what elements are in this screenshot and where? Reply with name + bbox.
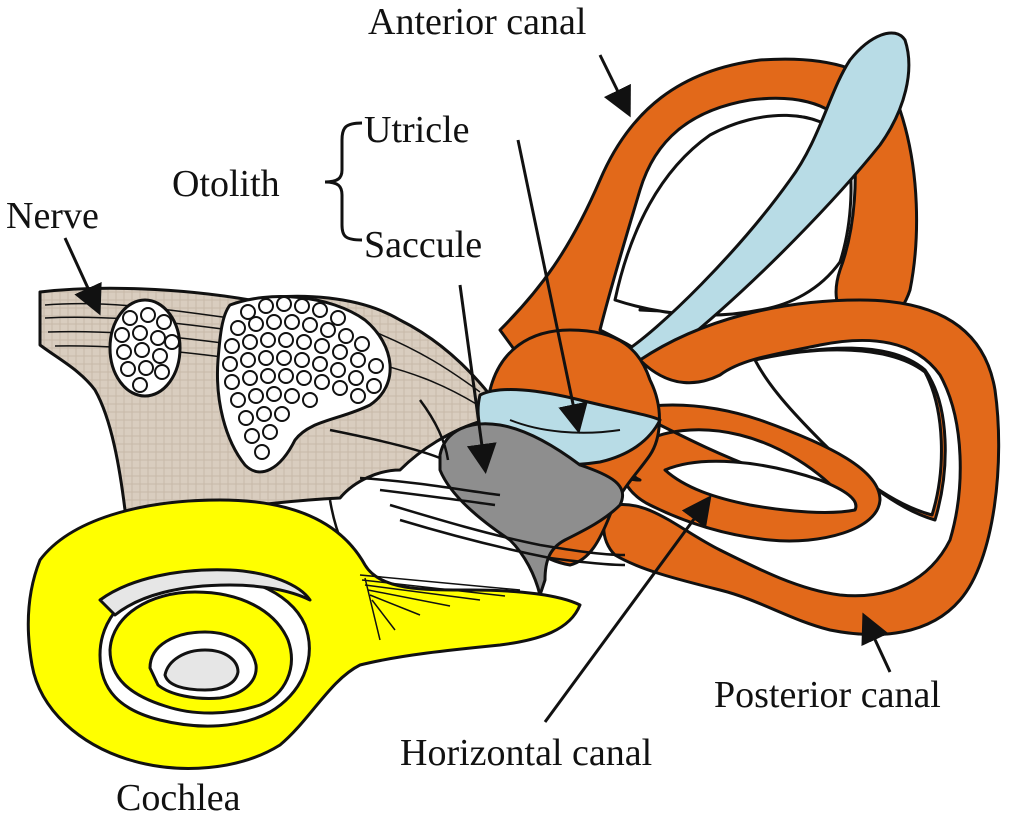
label-nerve: Nerve [6, 195, 99, 237]
otolith-brace [324, 121, 363, 242]
label-anterior-canal: Anterior canal [368, 1, 586, 43]
nerve-bundle-large-dots [222, 296, 384, 460]
nerve-arrow [63, 237, 102, 316]
saccule-arrow [458, 284, 497, 474]
label-posterior-canal: Posterior canal [714, 674, 941, 716]
anterior-canal-arrow [598, 54, 631, 118]
cochlea [26, 498, 582, 770]
label-utricle: Utricle [364, 109, 470, 151]
label-cochlea: Cochlea [116, 777, 241, 816]
ducts [328, 399, 626, 576]
nerve-bundle-small-dots [114, 307, 180, 393]
label-saccule: Saccule [364, 224, 482, 266]
posterior-canal-arrow [861, 612, 892, 673]
cochlea-center [163, 648, 240, 692]
cochlear-nerve-fibers [359, 574, 521, 641]
cochlea-inner-turn [108, 590, 293, 715]
horizontal-canal-lumen [663, 459, 858, 514]
horizontal-canal-arrow [543, 495, 712, 723]
cochlea-grey-duct [98, 568, 312, 617]
label-otolith: Otolith [172, 163, 280, 205]
utricle-arrow [516, 139, 588, 434]
posterior-canal-lumen [753, 348, 943, 517]
endolymphatic-sac [618, 31, 911, 362]
label-horizontal-canal: Horizontal canal [400, 732, 652, 774]
